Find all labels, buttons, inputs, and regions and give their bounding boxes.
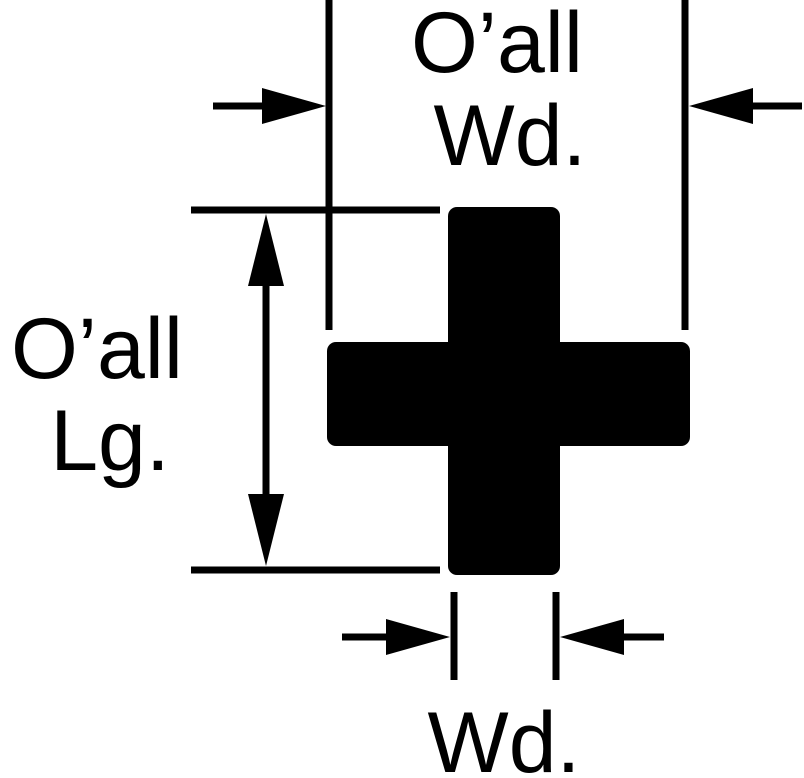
- width-dimension: [342, 592, 664, 680]
- cross-horizontal-bar: [327, 342, 690, 446]
- width-arrow-left-head: [386, 619, 450, 655]
- overall-width-label-line2: Wd.: [434, 88, 587, 184]
- overall-length-label-line1: O’all: [11, 301, 183, 397]
- width-label: Wd.: [428, 695, 581, 778]
- overall-width-label-line1: O’all: [411, 0, 583, 91]
- cross-shape: [327, 207, 690, 575]
- overall-length-dimension: [191, 206, 440, 574]
- overall-length-label-line2: Lg.: [50, 393, 170, 489]
- overall-width-arrow-right-head: [689, 88, 753, 124]
- overall-length-arrow-bottom-head: [248, 494, 284, 566]
- overall-width-arrow-left-head: [262, 88, 326, 124]
- width-arrow-right-head: [560, 619, 624, 655]
- overall-length-arrow-top-head: [248, 214, 284, 286]
- overall-width-dimension: [213, 0, 802, 330]
